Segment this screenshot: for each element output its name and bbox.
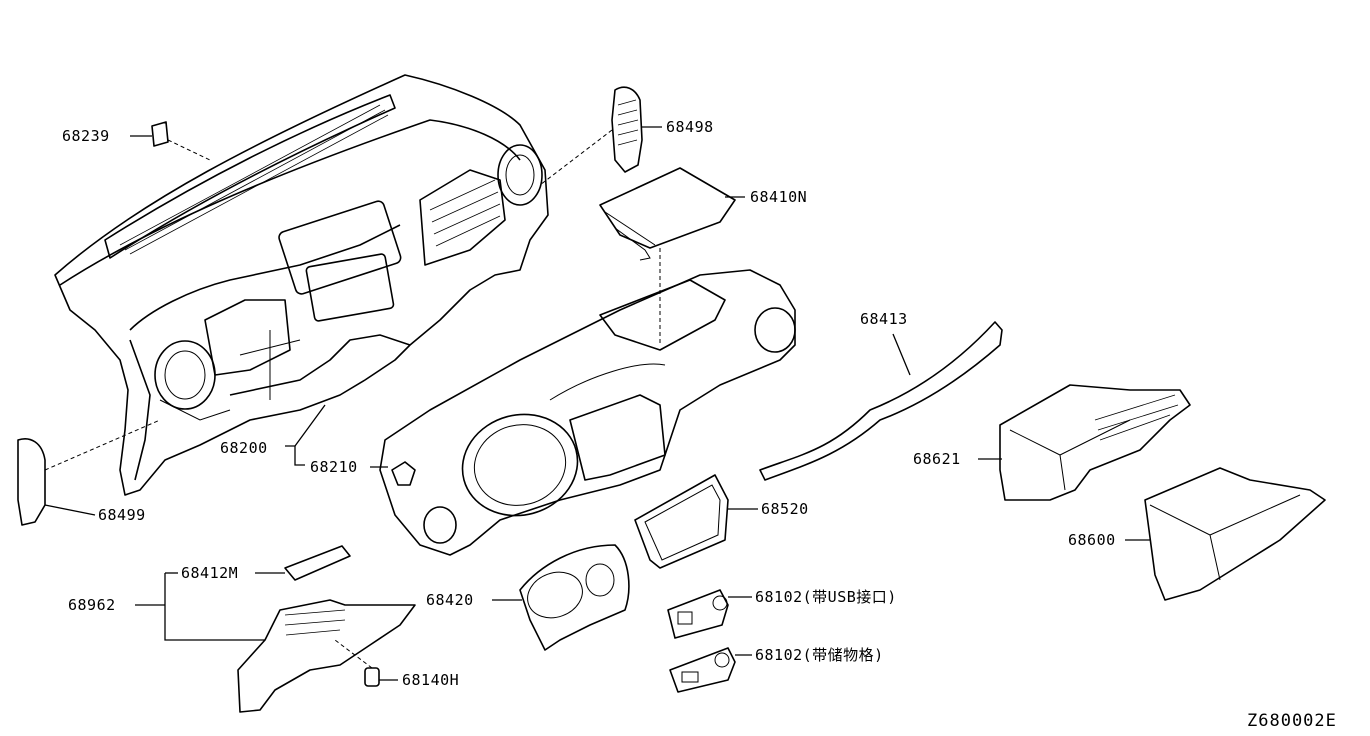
part-68102-usb-panel: [668, 590, 728, 638]
leader-lines: [45, 127, 1150, 680]
label-68621: 68621: [913, 450, 961, 468]
label-68210: 68210: [310, 458, 358, 476]
part-68498-side-trim: [612, 87, 642, 172]
label-68102-usb: 68102(带USB接口): [755, 588, 897, 606]
diagram-code: Z680002E: [1247, 711, 1337, 731]
label-68102-storage: 68102(带储物格): [755, 646, 884, 664]
part-68499-side-cap: [18, 439, 45, 525]
part-68621-glovebox-housing: [1000, 385, 1190, 500]
part-68140h-clip: [365, 668, 379, 686]
part-68413-trim-strip: [760, 322, 1002, 480]
label-68412m: 68412M: [181, 564, 239, 582]
part-68412m-panel: [285, 546, 350, 580]
label-68239: 68239: [62, 127, 110, 145]
part-68102-storage-panel: [670, 648, 735, 692]
label-68420: 68420: [426, 591, 474, 609]
label-68140h: 68140H: [402, 671, 460, 689]
label-68413: 68413: [860, 310, 908, 328]
label-68962: 68962: [68, 596, 116, 614]
part-68210-panel-cover: [380, 270, 795, 555]
label-68600: 68600: [1068, 531, 1116, 549]
label-68520: 68520: [761, 500, 809, 518]
part-68962-lower-cover: [238, 600, 415, 712]
part-68600-glovebox-lid: [1145, 468, 1325, 600]
part-68410n-airbag-lid: [600, 168, 735, 260]
label-68498: 68498: [666, 118, 714, 136]
part-68239-sticker: [152, 122, 168, 146]
label-68410n: 68410N: [750, 188, 808, 206]
label-68499: 68499: [98, 506, 146, 524]
instrument-panel-frame: [55, 75, 548, 495]
label-68200: 68200: [220, 439, 268, 457]
part-68520-display-bezel: [635, 475, 728, 568]
part-68420-cluster-lid: [520, 545, 629, 650]
